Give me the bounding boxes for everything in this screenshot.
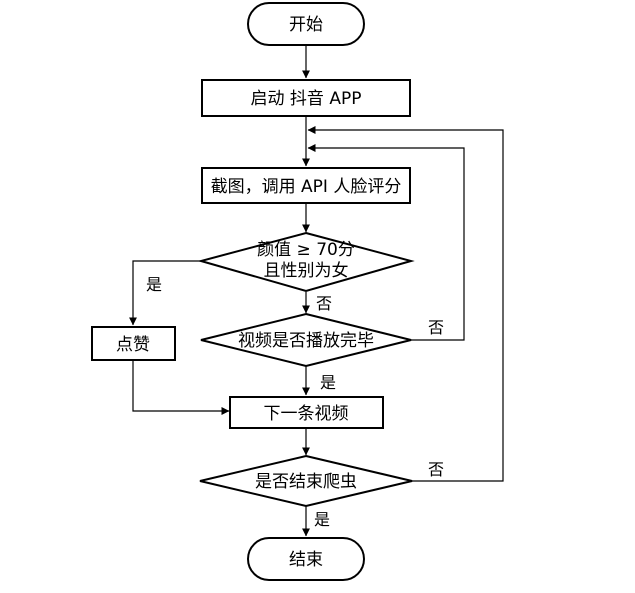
end-crawl-yes-label: 是 <box>314 510 330 529</box>
like-label: 点赞 <box>116 335 150 355</box>
end-crawl-no-label: 否 <box>428 460 444 479</box>
end-terminal <box>247 537 365 581</box>
end-crawl-diamond <box>199 454 413 508</box>
node-video-done: 视频是否播放完毕 <box>200 312 412 368</box>
check-yes-label: 是 <box>146 275 162 294</box>
node-end: 结束 <box>247 537 365 581</box>
edge-video-done-no <box>307 144 465 341</box>
edge-like-to-next <box>132 360 230 415</box>
capture-box <box>201 167 411 204</box>
next-box <box>229 396 384 429</box>
check-diamond <box>197 231 415 293</box>
video-done-yes-label: 是 <box>320 373 336 392</box>
check-label-line1: 颜值 ≥ 70分 <box>257 240 355 260</box>
next-label: 下一条视频 <box>264 404 349 424</box>
start-terminal <box>247 2 365 46</box>
node-capture: 截图，调用 API 人脸评分 <box>201 167 411 204</box>
node-start: 开始 <box>247 2 365 46</box>
like-box <box>91 326 176 361</box>
launch-box <box>201 79 411 117</box>
edge-labels: 是 否 否 是 否 是 <box>146 275 444 529</box>
check-label-line2: 且性别为女 <box>264 261 349 281</box>
launch-label: 启动 抖音 APP <box>251 89 362 109</box>
video-done-no-label: 否 <box>428 318 444 337</box>
node-check: 颜值 ≥ 70分 且性别为女 <box>197 231 415 293</box>
capture-label: 截图，调用 API 人脸评分 <box>211 177 402 197</box>
connectors <box>129 45 504 537</box>
video-done-label: 视频是否播放完毕 <box>238 331 374 351</box>
node-launch: 启动 抖音 APP <box>201 79 411 117</box>
end-crawl-label: 是否结束爬虫 <box>255 472 357 492</box>
node-end-crawl: 是否结束爬虫 <box>199 454 413 508</box>
node-next: 下一条视频 <box>229 396 384 429</box>
start-label: 开始 <box>289 15 323 35</box>
video-done-diamond <box>200 312 412 368</box>
node-like: 点赞 <box>91 326 176 361</box>
check-no-label: 否 <box>316 294 332 313</box>
edge-end-crawl-no <box>307 126 504 482</box>
end-label: 结束 <box>289 550 323 570</box>
edge-check-yes <box>129 260 201 326</box>
